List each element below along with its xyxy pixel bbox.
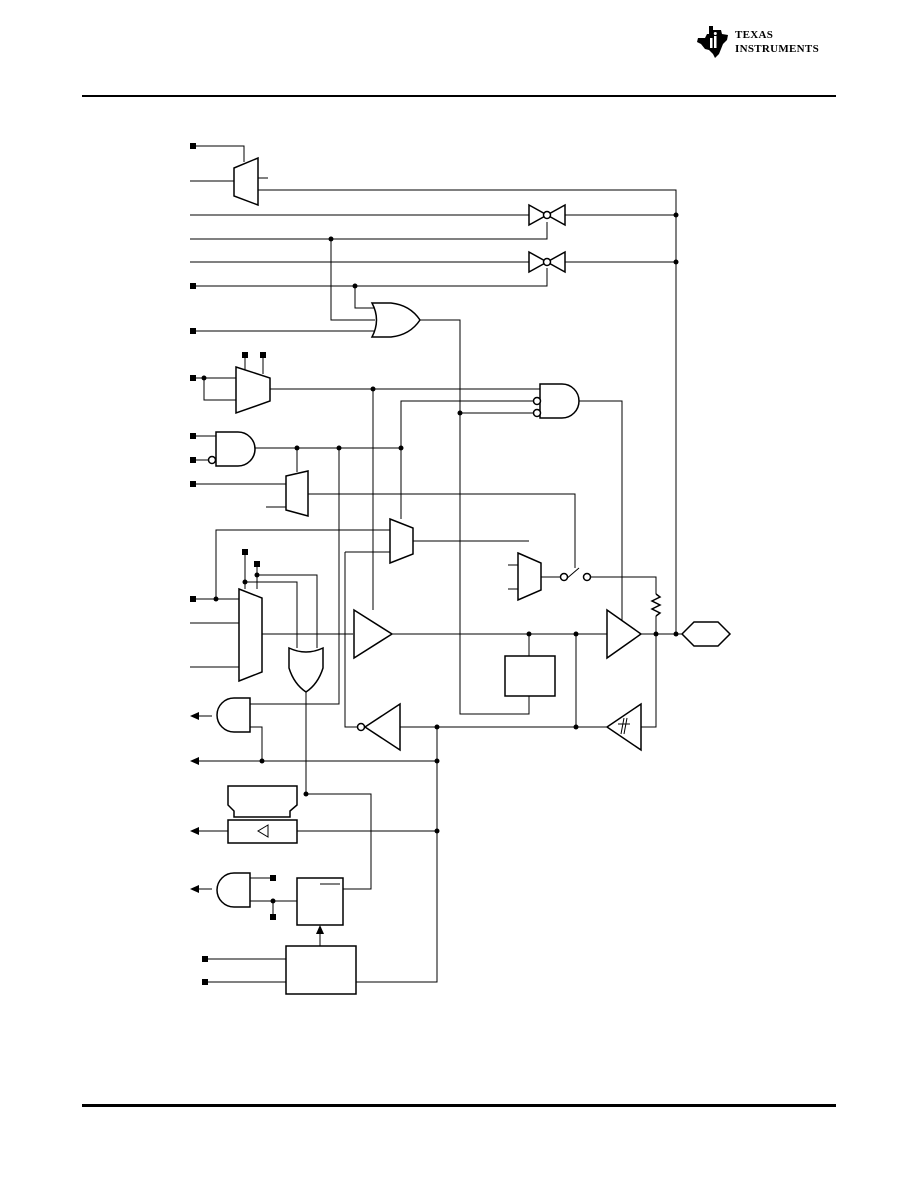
input-buffer <box>353 608 394 660</box>
output-arrow-3 <box>190 827 199 835</box>
transmission-gate-2 <box>528 250 566 274</box>
signal-arrows <box>190 712 324 934</box>
register-block <box>296 877 344 926</box>
header-rule <box>82 95 836 97</box>
mux-2 <box>235 365 271 415</box>
switch-contact-left <box>559 572 569 582</box>
logo-line-2: INSTRUMENTS <box>735 43 819 55</box>
mux-3 <box>285 470 309 517</box>
pin-terminals <box>190 143 276 985</box>
mux-5 <box>517 551 542 602</box>
latch-upper <box>227 785 298 818</box>
schematic-wires <box>190 145 682 983</box>
mux-6 <box>238 587 263 683</box>
or-gate-1 <box>370 302 421 338</box>
ti-state-icon <box>697 26 728 58</box>
logo-line-1: TEXAS <box>735 29 774 41</box>
output-arrow-2 <box>190 757 199 765</box>
switch-contact-right <box>582 572 592 582</box>
or-gate-2 <box>288 646 324 693</box>
footer-rule <box>82 1104 836 1107</box>
mux-1 <box>233 156 259 207</box>
pin-pad <box>680 621 732 647</box>
wire-junctions <box>201 212 679 904</box>
inverter <box>363 702 401 752</box>
output-driver <box>606 608 643 660</box>
and-gate-4 <box>216 872 251 908</box>
control-block <box>285 945 357 995</box>
pullup-resistor <box>650 593 662 617</box>
schematic-details <box>320 717 630 885</box>
and-gate-1 <box>539 383 580 419</box>
mux-4 <box>389 517 414 565</box>
up-arrow <box>316 925 324 934</box>
texas-instruments-logo: TEXAS INSTRUMENTS <box>695 24 845 64</box>
and-gate-2 <box>215 431 256 467</box>
logic-components <box>207 156 732 995</box>
logic-block <box>504 655 556 697</box>
transmission-gate-1 <box>528 203 566 227</box>
schmitt-buffer <box>605 702 642 752</box>
output-arrow-1 <box>190 712 199 720</box>
output-arrow-4 <box>190 885 199 893</box>
and-gate-3 <box>216 697 251 733</box>
